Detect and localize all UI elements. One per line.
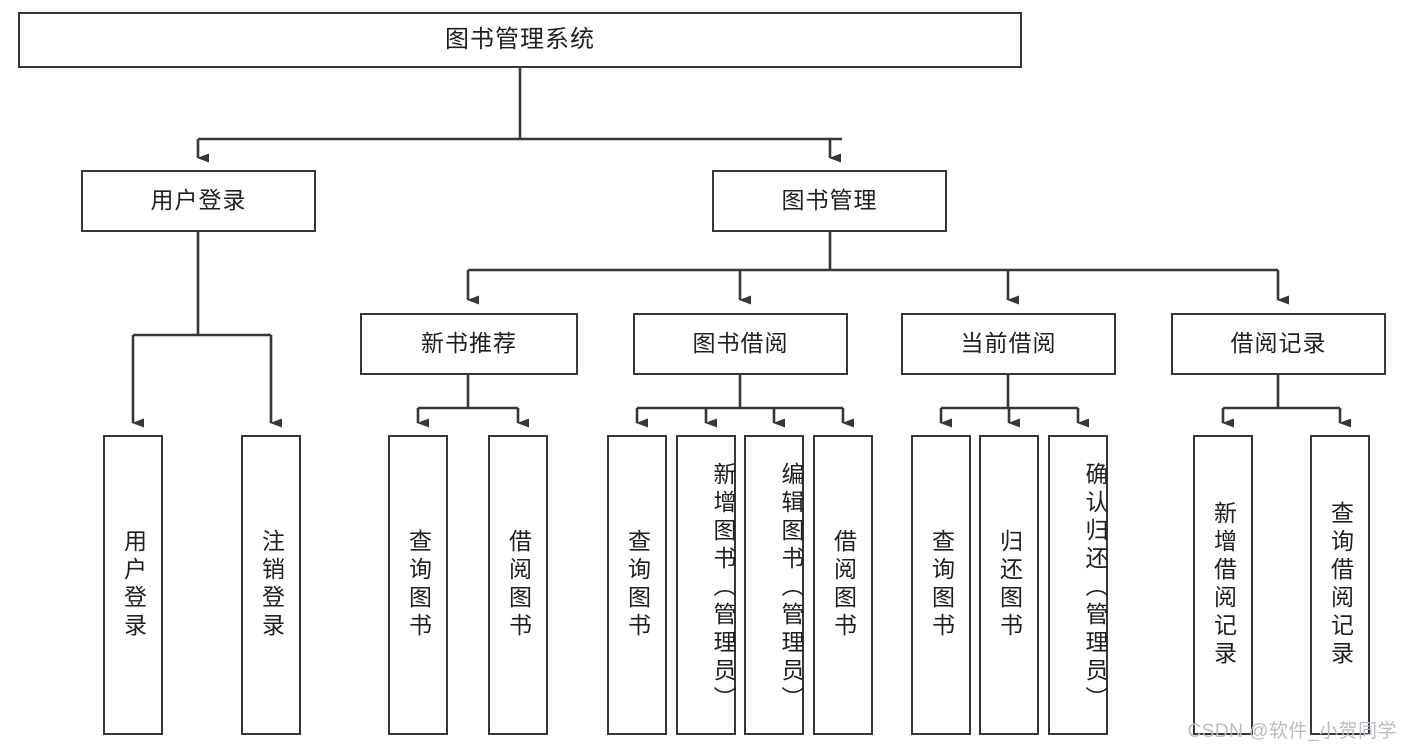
leaf-text-wrap: 查询图书 — [609, 437, 665, 733]
leaf-text-wrap: 归还图书 — [981, 437, 1037, 733]
leaf-text-wrap: 新增借阅记录 — [1195, 437, 1251, 733]
leaf-text-wrap: 查询借阅记录 — [1312, 437, 1368, 733]
leaf-label: 新增借阅记录 — [1210, 501, 1237, 669]
node-book-management[interactable]: 图书管理 — [712, 170, 947, 232]
node-current-borrow[interactable]: 当前借阅 — [901, 313, 1116, 375]
node-leaf-user-login[interactable]: 用户登录 — [103, 435, 163, 735]
leaf-label: 编辑图书（管理员） — [778, 462, 804, 714]
leaf-text-wrap: 编辑图书（管理员） — [746, 437, 804, 733]
leaf-label: 用户登录 — [120, 529, 147, 641]
node-leaf-edit-book[interactable]: 编辑图书（管理员） — [744, 435, 804, 735]
leaf-label: 借阅图书 — [505, 529, 532, 641]
node-new-book-recommend[interactable]: 新书推荐 — [360, 313, 578, 375]
leaf-label: 新增图书（管理员） — [710, 462, 736, 714]
leaf-text-wrap: 注销登录 — [243, 437, 299, 733]
leaf-text-wrap: 新增图书（管理员） — [678, 437, 736, 733]
node-root-system[interactable]: 图书管理系统 — [18, 12, 1022, 68]
leaf-label: 确认归还（管理员） — [1082, 462, 1108, 714]
node-leaf-logout[interactable]: 注销登录 — [241, 435, 301, 735]
leaf-label: 查询图书 — [624, 529, 651, 641]
node-leaf-query-book-current[interactable]: 查询图书 — [911, 435, 971, 735]
leaf-label: 归还图书 — [996, 529, 1023, 641]
node-leaf-add-book[interactable]: 新增图书（管理员） — [676, 435, 736, 735]
leaf-text-wrap: 借阅图书 — [490, 437, 546, 733]
node-leaf-add-record[interactable]: 新增借阅记录 — [1193, 435, 1253, 735]
node-leaf-confirm-return[interactable]: 确认归还（管理员） — [1048, 435, 1108, 735]
node-leaf-query-book-recommend[interactable]: 查询图书 — [388, 435, 448, 735]
leaf-text-wrap: 用户登录 — [105, 437, 161, 733]
node-book-borrow[interactable]: 图书借阅 — [633, 313, 848, 375]
node-leaf-query-book-borrow[interactable]: 查询图书 — [607, 435, 667, 735]
leaf-label: 借阅图书 — [830, 529, 857, 641]
leaf-text-wrap: 借阅图书 — [815, 437, 871, 733]
node-user-login[interactable]: 用户登录 — [81, 170, 316, 232]
node-leaf-query-record[interactable]: 查询借阅记录 — [1310, 435, 1370, 735]
leaf-label: 查询借阅记录 — [1327, 501, 1354, 669]
leaf-label: 注销登录 — [258, 529, 285, 641]
node-borrow-record[interactable]: 借阅记录 — [1171, 313, 1386, 375]
node-leaf-borrow-book-recommend[interactable]: 借阅图书 — [488, 435, 548, 735]
leaf-text-wrap: 确认归还（管理员） — [1050, 437, 1108, 733]
leaf-text-wrap: 查询图书 — [390, 437, 446, 733]
node-leaf-borrow-book[interactable]: 借阅图书 — [813, 435, 873, 735]
csdn-watermark: CSDN @软件_小贺同学 — [1187, 721, 1397, 742]
leaf-label: 查询图书 — [928, 529, 955, 641]
node-leaf-return-book[interactable]: 归还图书 — [979, 435, 1039, 735]
leaf-label: 查询图书 — [405, 529, 432, 641]
leaf-text-wrap: 查询图书 — [913, 437, 969, 733]
